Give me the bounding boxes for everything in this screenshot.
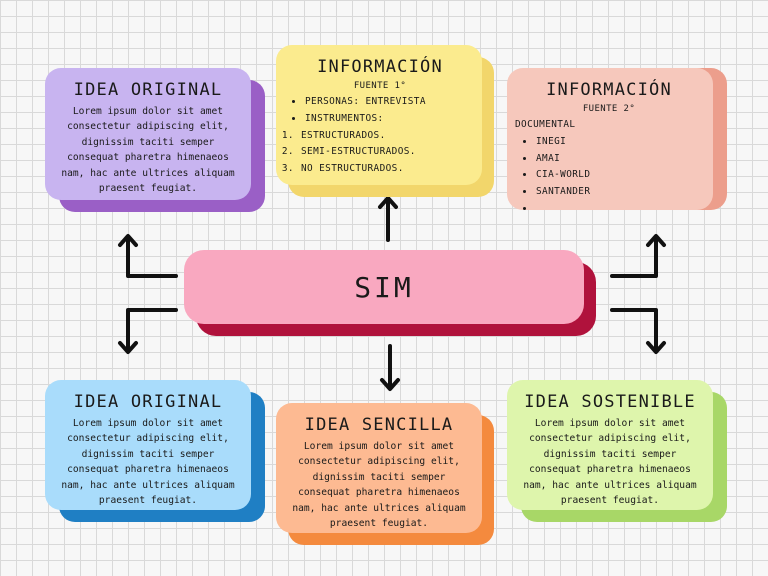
card-informacion-fuente-1: INFORMACIÓN FUENTE 1° PERSONAS: ENTREVIS…	[276, 45, 494, 197]
card-title: IDEA SENCILLA	[304, 415, 454, 435]
card-subtitle: FUENTE 2°	[582, 104, 636, 114]
arrow-up-left	[118, 234, 178, 278]
arrow-down-center	[380, 344, 400, 391]
arrow-down-right	[610, 308, 666, 354]
card-body: Lorem ipsum dolor sit amet consectetur a…	[523, 418, 697, 507]
card-face: INFORMACIÓN FUENTE 2° DOCUMENTAL INEGI A…	[507, 68, 713, 210]
card-face: INFORMACIÓN FUENTE 1° PERSONAS: ENTREVIS…	[276, 45, 482, 185]
list-item: CIA-WORLD	[535, 167, 703, 184]
center-label: SIM	[354, 270, 414, 304]
card-face: IDEA SENCILLA Lorem ipsum dolor sit amet…	[276, 403, 482, 533]
card-body: Lorem ipsum dolor sit amet consectetur a…	[292, 441, 466, 530]
card-idea-original-bottom: IDEA ORIGINAL Lorem ipsum dolor sit amet…	[45, 380, 265, 522]
center-node: SIM	[184, 250, 596, 336]
card-idea-original-top: IDEA ORIGINAL Lorem ipsum dolor sit amet…	[45, 68, 265, 212]
card-title: IDEA ORIGINAL	[73, 392, 223, 412]
card-face: IDEA ORIGINAL Lorem ipsum dolor sit amet…	[45, 68, 251, 200]
list-item	[535, 201, 703, 218]
arrow-up-center	[378, 196, 398, 242]
card-idea-sencilla: IDEA SENCILLA Lorem ipsum dolor sit amet…	[276, 403, 494, 545]
list-heading: DOCUMENTAL	[515, 119, 576, 130]
card-title: IDEA ORIGINAL	[73, 80, 223, 100]
card-title: INFORMACIÓN	[317, 57, 443, 77]
arrow-up-right	[610, 234, 666, 278]
card-list: DOCUMENTAL INEGI AMAI CIA-WORLD SANTANDE…	[515, 117, 703, 218]
list-item: NO ESTRUCTURADOS.	[300, 161, 476, 178]
card-informacion-fuente-2: INFORMACIÓN FUENTE 2° DOCUMENTAL INEGI A…	[507, 68, 727, 210]
card-body: Lorem ipsum dolor sit amet consectetur a…	[61, 418, 235, 507]
list-item: SEMI-ESTRUCTURADOS.	[300, 144, 476, 161]
list-item: ESTRUCTURADOS.	[300, 128, 476, 145]
card-list: PERSONAS: ENTREVISTA INSTRUMENTOS: ESTRU…	[284, 94, 476, 178]
list-item: INEGI	[535, 134, 703, 151]
arrow-down-left	[118, 308, 178, 354]
card-body: Lorem ipsum dolor sit amet consectetur a…	[61, 106, 235, 195]
list-item: PERSONAS: ENTREVISTA	[304, 94, 476, 111]
center-node-face: SIM	[184, 250, 584, 324]
card-idea-sostenible: IDEA SOSTENIBLE Lorem ipsum dolor sit am…	[507, 380, 727, 522]
list-item: SANTANDER	[535, 184, 703, 201]
list-item: INSTRUMENTOS:	[304, 111, 476, 128]
list-item: AMAI	[535, 151, 703, 168]
card-face: IDEA SOSTENIBLE Lorem ipsum dolor sit am…	[507, 380, 713, 510]
card-title: INFORMACIÓN	[546, 80, 672, 100]
card-title: IDEA SOSTENIBLE	[524, 392, 696, 412]
card-face: IDEA ORIGINAL Lorem ipsum dolor sit amet…	[45, 380, 251, 510]
card-subtitle: FUENTE 1°	[353, 81, 407, 91]
